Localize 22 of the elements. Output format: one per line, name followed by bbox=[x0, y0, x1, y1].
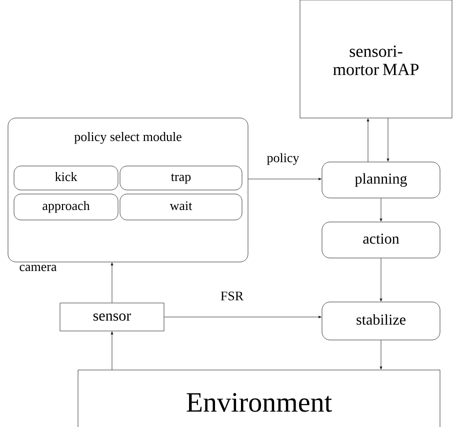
arrow bbox=[380, 258, 382, 302]
environment-box: Environment bbox=[78, 370, 440, 427]
process-box: action bbox=[322, 222, 440, 258]
edge-label: FSR bbox=[219, 290, 245, 302]
option-box: wait bbox=[120, 194, 242, 220]
arrow bbox=[248, 178, 322, 180]
arrow bbox=[164, 316, 322, 318]
arrow bbox=[366, 118, 370, 162]
option-box: approach bbox=[14, 194, 118, 220]
process-box: sensor bbox=[60, 302, 164, 332]
edge-label: camera bbox=[18, 264, 58, 272]
process-box: stabilize bbox=[322, 302, 440, 340]
arrow bbox=[110, 262, 114, 303]
process-box: planning bbox=[322, 162, 440, 198]
option-box: trap bbox=[120, 166, 242, 190]
edge-label: policy bbox=[266, 152, 300, 166]
option-box: kick bbox=[14, 166, 118, 190]
arrow bbox=[380, 198, 382, 222]
process-box: sensori-mortor MAP bbox=[300, 0, 452, 118]
arrow bbox=[110, 332, 114, 370]
arrow bbox=[380, 340, 382, 370]
arrow bbox=[386, 118, 390, 162]
